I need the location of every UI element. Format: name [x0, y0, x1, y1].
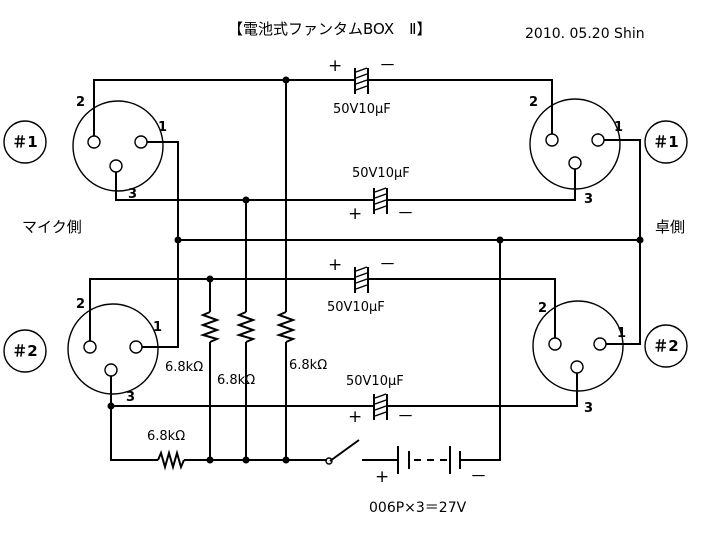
pin-label: 1 [158, 120, 167, 135]
mic-side-label: マイク側 [22, 218, 82, 236]
battery-label: 006P×3＝27V [369, 500, 467, 516]
resistor-label: 6.8kΩ [147, 429, 185, 444]
pin-label: 3 [584, 192, 593, 207]
capacitor-minus: － [379, 255, 396, 275]
xlr-connector-desk-1 [529, 98, 621, 190]
port-label: ＃2 [653, 337, 678, 355]
resistor-label: 6.8kΩ [217, 373, 255, 388]
capacitor-symbol [373, 187, 388, 214]
port-badge: ＃2 [644, 324, 688, 368]
resistor-symbol [275, 311, 296, 343]
battery-symbol [397, 446, 461, 474]
resistor-label: 6.8kΩ [289, 358, 327, 373]
resistor-symbol [157, 449, 185, 471]
capacitor-label: 50V10μF [346, 374, 404, 389]
capacitor-plus: + [328, 255, 342, 275]
pin-label: 1 [617, 326, 626, 341]
capacitor-minus: － [397, 204, 414, 224]
pin-label: 3 [584, 401, 593, 416]
resistor-symbol [235, 311, 256, 343]
pin-label: 1 [614, 120, 623, 135]
xlr-connector-mic-2 [67, 303, 159, 395]
junction-dots [107, 76, 644, 464]
capacitor-symbol [354, 67, 369, 94]
date-author: 2010. 05.20 Shin [525, 26, 645, 42]
battery-plus: + [375, 467, 389, 487]
capacitor-plus: + [348, 407, 362, 427]
port-badge: ＃1 [644, 120, 688, 164]
pin-label: 2 [76, 297, 85, 312]
capacitor-label: 50V10μF [333, 102, 391, 117]
capacitor-symbol [354, 266, 369, 293]
capacitor-symbol [373, 393, 388, 420]
capacitor-label: 50V10μF [352, 166, 410, 181]
capacitor-minus: － [379, 56, 396, 76]
pin-label: 3 [128, 187, 137, 202]
capacitor-plus: + [328, 56, 342, 76]
capacitor-plus: + [348, 204, 362, 224]
pin-label: 2 [76, 95, 85, 110]
port-label: ＃1 [653, 133, 678, 151]
pin-label: 1 [153, 320, 162, 335]
resistor-symbol [199, 311, 220, 343]
wiring [89, 79, 641, 465]
resistor-label: 6.8kΩ [165, 360, 203, 375]
xlr-connector-mic-1 [72, 100, 164, 192]
pin-label: 3 [126, 390, 135, 405]
port-label: ＃2 [12, 342, 37, 360]
port-badge: ＃1 [3, 120, 47, 164]
battery-minus: － [470, 467, 487, 487]
pin-label: 2 [538, 301, 547, 316]
port-badge: ＃2 [3, 329, 47, 373]
diagram-title: 【電池式ファンタムBOX Ⅱ】 [228, 20, 432, 38]
capacitor-minus: － [397, 407, 414, 427]
port-label: ＃1 [12, 133, 37, 151]
pin-label: 2 [529, 95, 538, 110]
capacitor-label: 50V10μF [327, 300, 385, 315]
desk-side-label: 卓側 [655, 218, 685, 236]
